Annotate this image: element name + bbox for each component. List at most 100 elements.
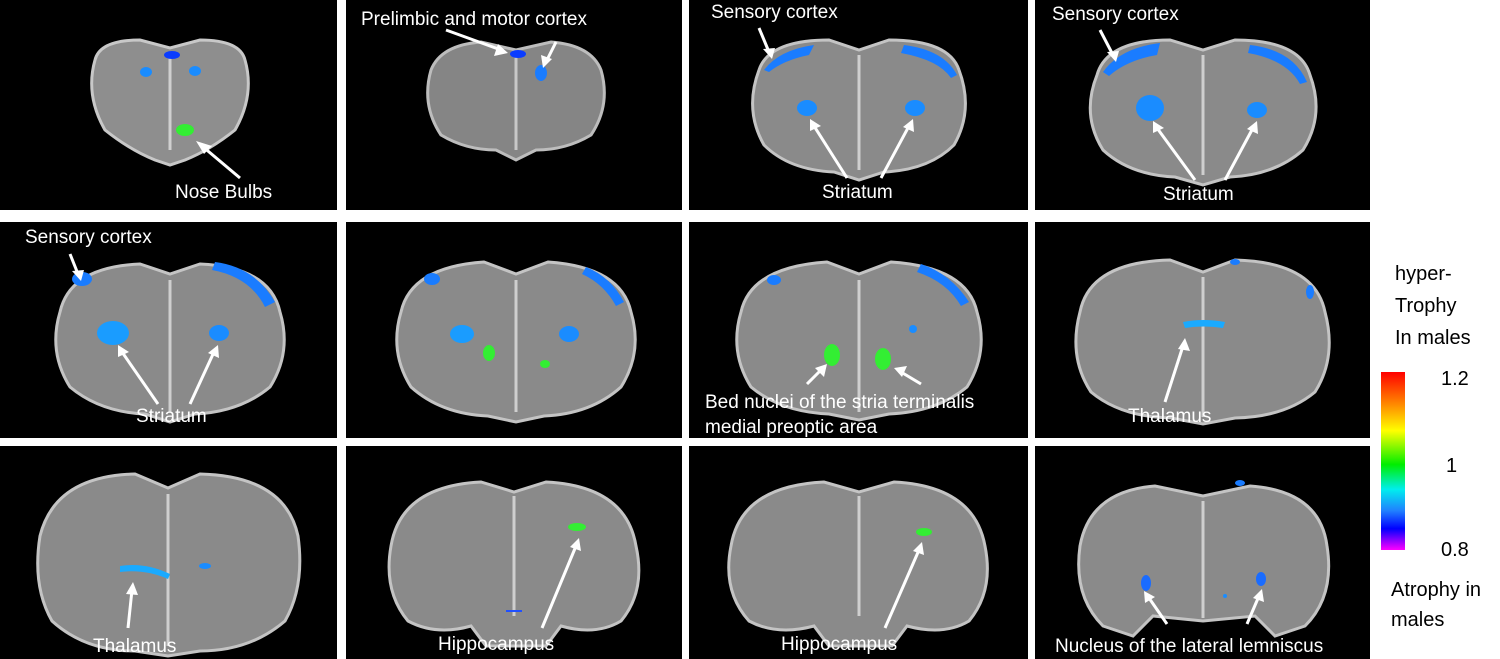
- label-nucleus-lateral-lemniscus: Nucleus of the lateral lemniscus: [1055, 636, 1324, 657]
- brain-slice-11-image: [727, 480, 989, 648]
- label-sensory-cortex: Sensory cortex: [25, 227, 152, 248]
- brain-slice-1: Nose Bulbs: [0, 0, 337, 210]
- atrophy-spot: [1183, 320, 1225, 328]
- atrophy-spot: [1235, 480, 1245, 486]
- atrophy-spot: [917, 264, 969, 306]
- atrophy-spot: [1248, 45, 1307, 84]
- label-hippocampus: Hippocampus: [781, 634, 898, 655]
- label-sensory-cortex: Sensory cortex: [711, 2, 838, 23]
- atrophy-spot: [140, 67, 152, 77]
- brain-slice-1-image: [90, 38, 250, 180]
- arrow: [812, 125, 849, 179]
- label-sensory-cortex: Sensory cortex: [1052, 4, 1179, 25]
- brain-slice-8-image: [1074, 258, 1331, 426]
- arrow: [883, 549, 921, 629]
- brain-slice-11: Hippocampus: [689, 446, 1028, 659]
- tick-mid: 1: [1446, 455, 1458, 477]
- arrow: [879, 125, 911, 179]
- brain-slice-7: Bed nuclei of the stria terminalis media…: [689, 222, 1028, 438]
- atrophy-spot: [510, 50, 526, 58]
- label-thalamus: Thalamus: [93, 636, 177, 657]
- arrow: [445, 28, 502, 52]
- hypertrophy-spot: [568, 523, 586, 531]
- atrophy-spot: [1247, 102, 1267, 118]
- arrow: [126, 589, 134, 629]
- hypertrophy-spot: [176, 124, 194, 136]
- label-striatum: Striatum: [136, 406, 207, 427]
- atrophy-spot: [120, 565, 170, 579]
- arrow: [188, 351, 216, 405]
- atrophy-spot: [1223, 594, 1227, 598]
- legend-hyper-line1: hyper-: [1395, 263, 1452, 285]
- hypertrophy-spot: [916, 528, 932, 536]
- atrophy-spot: [424, 273, 440, 285]
- atrophy-spot: [764, 45, 814, 72]
- arrow: [1098, 29, 1115, 56]
- legend-hyper-line2: Trophy: [1395, 295, 1457, 317]
- brain-slice-8: Thalamus: [1035, 222, 1370, 438]
- brain-slice-9: Thalamus: [0, 446, 337, 659]
- label-thalamus: Thalamus: [1128, 406, 1212, 427]
- brain-slice-10-image: [387, 480, 641, 648]
- atrophy-spot: [1136, 95, 1164, 121]
- arrow: [540, 545, 578, 629]
- atrophy-spot: [1230, 259, 1240, 265]
- atrophy-spot: [905, 100, 925, 116]
- atrophy-spot: [535, 65, 547, 81]
- arrow: [757, 27, 771, 53]
- arrow: [201, 144, 241, 180]
- brain-slice-4-image: [1088, 29, 1318, 187]
- arrow: [1155, 127, 1197, 181]
- label-prelimbic-motor-cortex: Prelimbic and motor cortex: [361, 9, 587, 30]
- atrophy-spot: [909, 325, 917, 333]
- hypertrophy-spot: [875, 348, 891, 370]
- atrophy-spot: [1141, 575, 1151, 591]
- legend-atrophy-line1: Atrophy in: [1391, 579, 1482, 601]
- label-hippocampus: Hippocampus: [438, 634, 555, 655]
- arrow: [1147, 597, 1169, 625]
- atrophy-spot: [164, 51, 180, 59]
- legend-hyper-line3: In males: [1395, 327, 1471, 349]
- atrophy-spot: [797, 100, 817, 116]
- label-striatum: Striatum: [822, 182, 893, 203]
- label-bed-nuclei: Bed nuclei of the stria terminalis: [705, 392, 975, 413]
- atrophy-spot: [582, 267, 624, 306]
- atrophy-spot: [1256, 572, 1266, 586]
- atrophy-spot: [559, 326, 579, 342]
- arrow: [1163, 345, 1185, 403]
- brain-slice-7-image: [735, 260, 983, 422]
- atrophy-spot: [1306, 285, 1314, 299]
- atrophy-spot: [212, 262, 275, 307]
- hypertrophy-spot: [483, 345, 495, 361]
- atrophy-spot: [1103, 43, 1160, 76]
- colorbar: [1381, 372, 1405, 550]
- brain-slice-3-image: [751, 27, 967, 182]
- hypertrophy-spot: [824, 344, 840, 366]
- brain-slice-2-image: [426, 28, 606, 162]
- arrow: [1223, 127, 1255, 181]
- brain-slice-6-image: [395, 260, 637, 424]
- label-nose-bulbs: Nose Bulbs: [175, 182, 273, 203]
- brain-slice-3: Sensory cortex Striatum: [689, 0, 1028, 210]
- arrow: [120, 351, 160, 405]
- brain-slice-4: Sensory cortex Striatum: [1035, 0, 1370, 210]
- brain-slice-5: Sensory cortex Striatum: [0, 222, 337, 438]
- brain-slice-12: Nucleus of the lateral lemniscus: [1035, 446, 1370, 659]
- atrophy-spot: [189, 66, 201, 76]
- brain-slice-5-image: [54, 253, 286, 424]
- arrow: [900, 370, 922, 386]
- tick-min: 0.8: [1441, 539, 1469, 561]
- brain-slice-12-image: [1077, 480, 1331, 638]
- atrophy-spot: [767, 275, 781, 285]
- brain-slice-2: Prelimbic and motor cortex: [346, 0, 682, 210]
- atrophy-spot: [450, 325, 474, 343]
- brain-slice-9-image: [36, 472, 302, 658]
- atrophy-spot: [901, 45, 957, 78]
- atrophy-spot: [199, 563, 211, 569]
- brain-slice-6: [346, 222, 682, 438]
- atrophy-spot: [209, 325, 229, 341]
- label-striatum: Striatum: [1163, 184, 1234, 205]
- atrophy-spot: [97, 321, 129, 345]
- hypertrophy-spot: [540, 360, 550, 368]
- tick-max: 1.2: [1441, 368, 1469, 390]
